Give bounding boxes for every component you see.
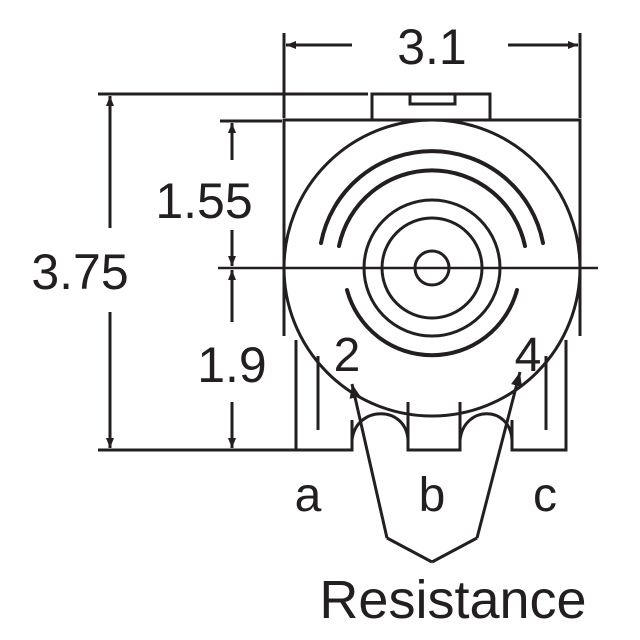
resistive-track-outer bbox=[319, 149, 545, 245]
total-height-label: 3.75 bbox=[31, 244, 128, 300]
inner-ring-outer bbox=[362, 198, 502, 338]
resistive-track-inner bbox=[337, 168, 527, 248]
center-leg bbox=[406, 402, 462, 452]
upper-height-dimension: 1.55 bbox=[155, 119, 282, 266]
lower-height-dimension: 1.9 bbox=[197, 270, 267, 448]
component-body bbox=[282, 92, 582, 418]
pointer-right-lower bbox=[431, 536, 478, 564]
width-label: 3.1 bbox=[397, 19, 467, 75]
pointer-left-upper bbox=[349, 383, 389, 539]
rotor-circle bbox=[282, 118, 582, 418]
top-tab-notch bbox=[408, 94, 457, 106]
pointer-left-lower bbox=[386, 536, 433, 564]
inner-ring-middle bbox=[380, 216, 484, 320]
total-height-dimension: 3.75 bbox=[31, 92, 368, 452]
lower-height-label: 1.9 bbox=[197, 337, 267, 393]
width-dimension: 3.1 bbox=[282, 19, 582, 118]
terminal-number-left: 2 bbox=[334, 329, 361, 382]
terminal-legs bbox=[294, 340, 568, 452]
right-bump bbox=[458, 412, 514, 441]
center-shaft bbox=[413, 249, 451, 287]
resistance-pointer bbox=[349, 371, 522, 564]
terminal-label-a: a bbox=[295, 469, 322, 522]
left-bump bbox=[350, 412, 410, 441]
top-tab bbox=[370, 92, 492, 120]
pointer-right-upper bbox=[475, 371, 522, 539]
upper-height-label: 1.55 bbox=[155, 173, 252, 229]
resistance-caption: Resistance bbox=[319, 570, 586, 630]
terminal-label-c: c bbox=[533, 469, 557, 522]
wiper-track bbox=[345, 288, 519, 358]
terminal-label-b: b bbox=[419, 469, 446, 522]
